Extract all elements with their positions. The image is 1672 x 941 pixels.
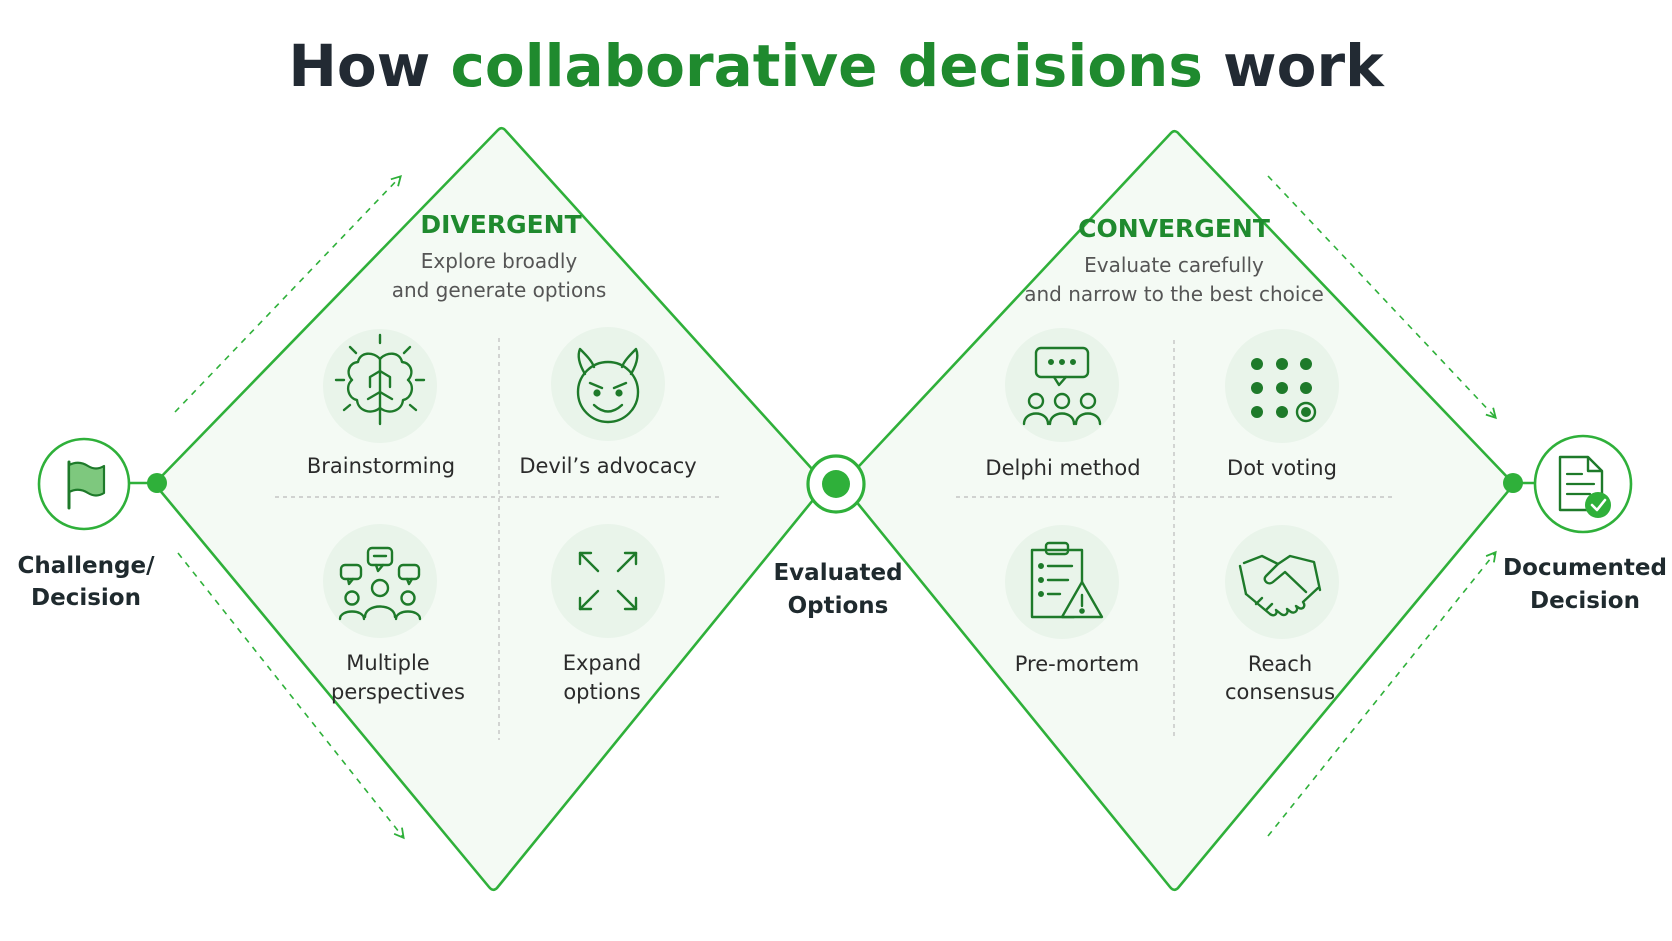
method-brainstorming: Brainstorming [307,329,455,478]
middle-label-line2: Options [788,593,889,619]
title-part-3: work [1203,32,1385,100]
convergent-title: CONVERGENT [1078,214,1270,243]
document-check-icon [1558,455,1611,518]
method-label: Delphi method [985,456,1140,480]
method-label-line1: Expand [563,651,642,675]
icon-background [1005,328,1119,442]
end-label-line2: Decision [1530,588,1640,614]
divergent-diamond [154,126,826,892]
method-delphi: Delphi method [985,328,1141,480]
method-label-line2: options [563,680,640,704]
people-speech-icon [338,546,422,621]
middle-label-line1: Evaluated [773,560,902,586]
brain-icon [334,333,426,426]
method-dot-voting: Dot voting [1225,329,1339,480]
title-part-2: collaborative decisions [451,32,1203,100]
expand-arrows-icon [578,551,638,611]
icon-background [1225,525,1339,639]
divergent-subtitle-line2: and generate options [392,278,607,302]
method-label: Devil’s advocacy [519,454,696,478]
devil-icon [576,347,640,424]
flag-icon [67,460,106,510]
method-multiple-perspectives: Multiple perspectives [323,524,465,704]
page-title: How collaborative decisions work [288,32,1385,100]
start-connector-dot [147,473,167,493]
end-label-line1: Documented [1503,555,1667,581]
method-devils-advocacy: Devil’s advocacy [519,327,697,478]
clipboard-warning-icon [1030,541,1104,619]
start-label-line2: Decision [31,585,141,611]
title-part-1: How [288,32,450,100]
convergent-subtitle-line1: Evaluate carefully [1084,253,1264,277]
method-label-line1: Reach [1248,652,1312,676]
handshake-icon [1238,554,1322,617]
dots-grid-icon [1251,358,1317,423]
convergent-subtitle-line2: and narrow to the best choice [1024,282,1324,306]
method-label-line2: consensus [1225,680,1335,704]
divergent-title: DIVERGENT [420,210,581,239]
arrow-convergent-up [1267,550,1497,837]
group-chat-icon [1022,346,1102,426]
end-connector-dot [1503,473,1523,493]
icon-background [551,327,665,441]
arrow-divergent-down [177,552,405,840]
method-expand-options: Expand options [551,524,665,704]
method-label: Brainstorming [307,454,455,478]
divergent-subtitle-line1: Explore broadly [421,249,578,273]
method-label-line2: perspectives [331,680,465,704]
middle-node-dot [822,470,850,498]
convergent-diamond [842,129,1514,892]
method-label: Pre-mortem [1015,652,1140,676]
method-reach-consensus: Reach consensus [1225,525,1339,704]
method-label: Dot voting [1227,456,1337,480]
icon-background [551,524,665,638]
start-label-line1: Challenge/ [18,553,156,579]
method-pre-mortem: Pre-mortem [1005,525,1139,676]
method-label-line1: Multiple [346,651,429,675]
